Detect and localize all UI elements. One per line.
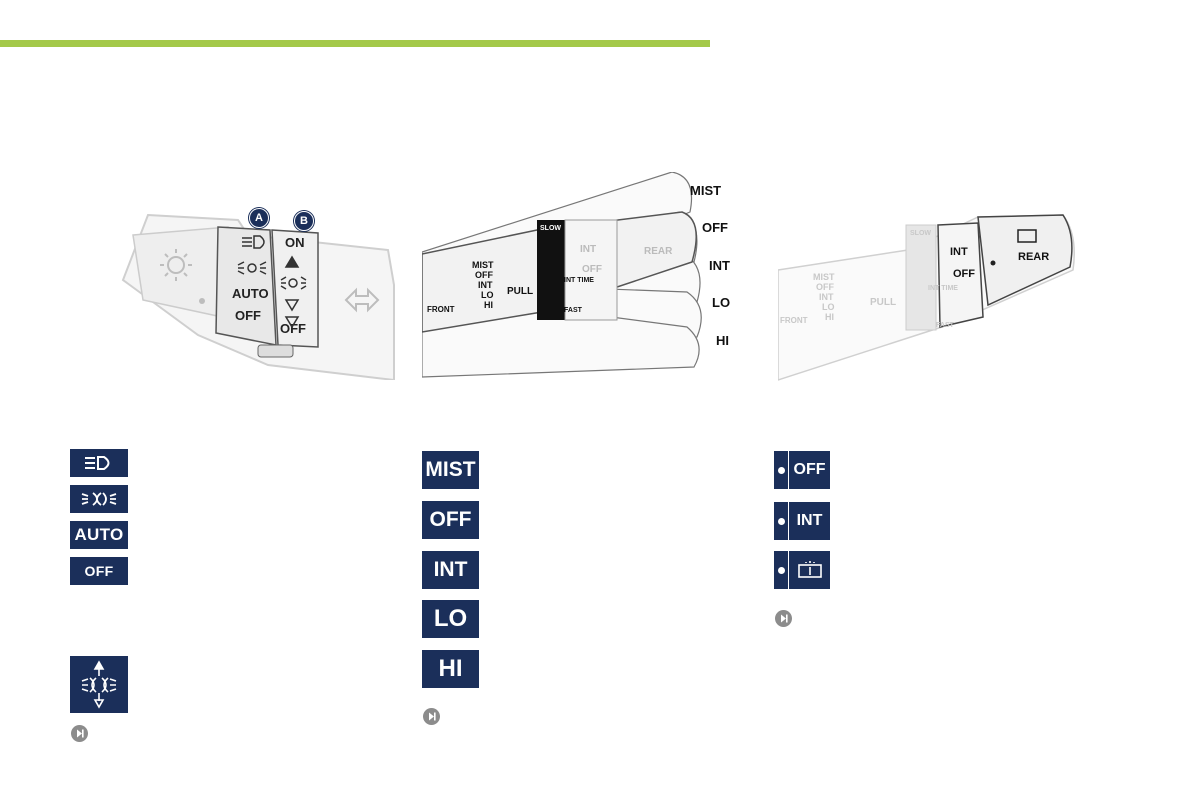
fog-lamps-icon: [70, 656, 128, 713]
stalk-lo-text: LO: [481, 290, 494, 300]
fast-text: FAST: [564, 307, 583, 314]
rear-text: REAR: [644, 246, 673, 257]
pull-text: PULL: [507, 286, 533, 297]
rear-slow-text: SLOW: [910, 230, 931, 237]
position-hi-label: HI: [716, 333, 729, 348]
stalk-hi-text: HI: [484, 300, 493, 310]
rear-button-text: REAR: [1018, 251, 1049, 263]
wiper-mist-button: MIST: [422, 451, 479, 489]
rear-wiper-stalk-illustration: MIST OFF INT LO HI FRONT PULL SLOW FAST …: [778, 205, 1078, 385]
stalk-int-text: INT: [478, 280, 493, 290]
rear-stalk-int-text: INT: [819, 292, 834, 302]
stalk-off-text: OFF: [475, 270, 493, 280]
ring-b-off-text: OFF: [280, 321, 306, 336]
rear-front-text: FRONT: [780, 316, 808, 325]
rear-fast-text: FAST: [936, 322, 955, 329]
position-mist-label: MIST: [690, 183, 721, 198]
wiper-stalk-illustration: MIST OFF INT LO HI FRONT PULL SLOW FAST …: [422, 172, 742, 382]
callout-b: B: [294, 211, 314, 231]
wiper-int-button: INT: [422, 551, 479, 589]
rear-ring-off-text: OFF: [953, 268, 975, 280]
wiper-hi-button: HI: [422, 650, 479, 688]
ring-a-auto-text: AUTO: [232, 286, 269, 301]
rear-stalk-off-text: OFF: [816, 282, 834, 292]
callout-a: A: [249, 208, 269, 228]
ring-off-text: OFF: [582, 264, 602, 275]
next-page-icon[interactable]: [71, 725, 88, 742]
main-beam-icon: [70, 449, 128, 477]
int-time-text: INT TIME: [564, 277, 594, 284]
position-off-label: OFF: [702, 220, 728, 235]
slow-text: SLOW: [540, 225, 561, 232]
stalk-mist-text: MIST: [472, 260, 494, 270]
sidelights-icon: [70, 485, 128, 513]
ring-a-off-text: OFF: [235, 308, 261, 323]
lighting-stalk-illustration: AUTO OFF ON OFF A B: [118, 205, 396, 380]
rear-wash-button: [774, 551, 830, 589]
ring-int-text: INT: [580, 244, 596, 255]
rear-wiper-off-button: OFF: [774, 451, 830, 489]
rear-stalk-mist-text: MIST: [813, 272, 835, 282]
wiper-off-button: OFF: [422, 501, 479, 539]
rear-stalk-hi-text: HI: [825, 312, 834, 322]
wiper-lo-button: LO: [422, 600, 479, 638]
rear-wash-icon: [789, 551, 830, 589]
header-rule: [0, 40, 710, 47]
next-page-icon[interactable]: [423, 708, 440, 725]
position-lo-label: LO: [712, 295, 730, 310]
ring-b-on-text: ON: [285, 235, 305, 250]
auto-label: AUTO: [70, 521, 128, 549]
rear-wiper-int-button: INT: [774, 502, 830, 540]
rear-ring-int-text: INT: [950, 246, 968, 258]
position-int-label: INT: [709, 258, 730, 273]
rear-int-time-text: INT TIME: [928, 285, 958, 292]
rear-stalk-lo-text: LO: [822, 302, 835, 312]
front-text: FRONT: [427, 305, 455, 314]
next-page-icon[interactable]: [775, 610, 792, 627]
rear-pull-text: PULL: [870, 297, 896, 308]
off-label: OFF: [70, 557, 128, 585]
